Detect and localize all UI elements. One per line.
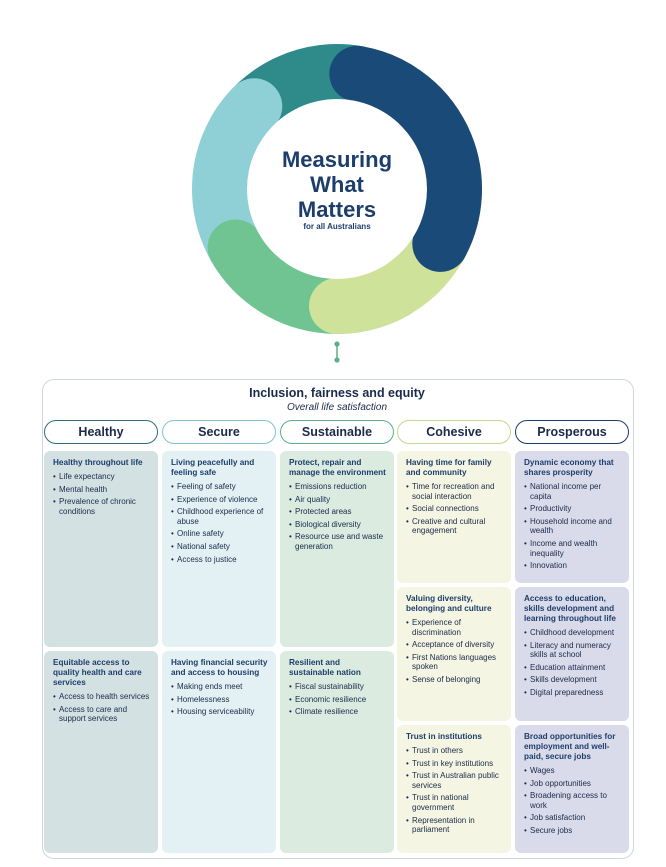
card-title: Dynamic economy that shares prosperity (524, 458, 614, 477)
secure-card-1: Living peacefully and feeling safeFeelin… (162, 451, 276, 647)
card-title: Resilient and sustainable nation (289, 658, 361, 677)
healthy-card-1: Healthy throughout lifeLife expectancyMe… (44, 451, 158, 647)
indicator-item: Broadening access to work (524, 791, 621, 810)
indicator-item: Childhood experience of abuse (171, 507, 268, 526)
indicator-list: Life expectancyMental healthPrevalence o… (53, 472, 150, 516)
card-title: Equitable access to quality health and c… (53, 658, 142, 687)
indicator-item: Trust in key institutions (406, 759, 503, 769)
indicator-item: Representation in parliament (406, 816, 503, 835)
pillar-healthy: Healthy (44, 420, 158, 444)
framework-title: Inclusion, fairness and equity (249, 386, 425, 400)
card-title: Having time for family and community (406, 458, 492, 477)
indicator-item: First Nations languages spoken (406, 653, 503, 672)
indicator-item: Climate resilience (289, 707, 386, 717)
indicator-item: Digital preparedness (524, 688, 621, 698)
cohesive-card-3: Trust in institutionsTrust in othersTrus… (397, 725, 511, 853)
indicator-list: National income per capitaProductivityHo… (524, 482, 621, 571)
card-title: Trust in institutions (406, 732, 482, 741)
indicator-item: Mental health (53, 485, 150, 495)
indicator-item: Social connections (406, 504, 503, 514)
indicator-item: Access to health services (53, 692, 150, 702)
connector-dot-bottom (334, 357, 340, 363)
framework-subtitle: Overall life satisfaction (286, 402, 388, 413)
pillar-sustainable: Sustainable (280, 420, 394, 444)
indicator-item: Access to justice (171, 555, 268, 565)
prosperous-card-1: Dynamic economy that shares prosperityNa… (515, 451, 629, 583)
indicator-item: Biological diversity (289, 520, 386, 530)
ring-diagram (192, 44, 482, 363)
indicator-item: Job opportunities (524, 779, 621, 789)
indicator-list: Access to health servicesAccess to care … (53, 692, 150, 724)
indicator-item: Trust in others (406, 746, 503, 756)
indicator-item: Access to care and support services (53, 705, 150, 724)
sustainable-card-1: Protect, repair and manage the environme… (280, 451, 394, 647)
prosperous-card-3: Broad opportunities for employment and w… (515, 725, 629, 853)
indicator-item: Innovation (524, 561, 621, 571)
indicator-item: Time for recreation and social interacti… (406, 482, 503, 501)
indicator-item: Feeling of safety (171, 482, 268, 492)
indicator-item: Trust in Australian public services (406, 771, 503, 790)
indicator-item: Trust in national government (406, 793, 503, 812)
indicator-item: Creative and cultural engagement (406, 517, 503, 536)
indicator-item: Making ends meet (171, 682, 268, 692)
indicator-item: Job satisfaction (524, 813, 621, 823)
indicator-item: Wages (524, 766, 621, 776)
indicator-list: Making ends meetHomelessnessHousing serv… (171, 682, 268, 717)
indicator-item: Resource use and waste generation (289, 532, 386, 551)
indicator-item: Income and wealth inequality (524, 539, 621, 558)
ring-title: Measuring What Matters (281, 147, 393, 222)
card-title: Protect, repair and manage the environme… (289, 458, 386, 477)
indicator-item: Education attainment (524, 663, 621, 673)
indicator-list: Childhood developmentLiteracy and numera… (524, 628, 621, 698)
indicator-list: Experience of discriminationAcceptance o… (406, 618, 503, 685)
indicator-list: Feeling of safetyExperience of violenceC… (171, 482, 268, 564)
indicator-item: Literacy and numeracy skills at school (524, 641, 621, 660)
indicator-item: Secure jobs (524, 826, 621, 836)
indicator-item: National income per capita (524, 482, 621, 501)
indicator-item: Skills development (524, 675, 621, 685)
ring-subtitle: for all Australians (303, 222, 371, 231)
healthy-card-2: Equitable access to quality health and c… (44, 651, 158, 853)
pillar-secure: Secure (162, 420, 276, 444)
cohesive-card-2: Valuing diversity, belonging and culture… (397, 587, 511, 721)
indicator-item: Experience of violence (171, 495, 268, 505)
indicator-item: Protected areas (289, 507, 386, 517)
indicator-item: Childhood development (524, 628, 621, 638)
pillar-prosperous: Prosperous (515, 420, 629, 444)
indicator-item: Prevalence of chronic conditions (53, 497, 150, 516)
indicator-list: Trust in othersTrust in key institutions… (406, 746, 503, 835)
cohesive-card-1: Having time for family and communityTime… (397, 451, 511, 583)
indicator-item: Acceptance of diversity (406, 640, 503, 650)
indicator-list: Emissions reductionAir qualityProtected … (289, 482, 386, 552)
indicator-item: Household income and wealth (524, 517, 621, 536)
card-title: Valuing diversity, belonging and culture (406, 594, 492, 613)
indicator-item: National safety (171, 542, 268, 552)
indicator-item: Experience of discrimination (406, 618, 503, 637)
card-title: Healthy throughout life (53, 458, 143, 467)
connector-dot-top (334, 341, 340, 347)
ring-center (247, 99, 427, 279)
indicator-item: Housing serviceability (171, 707, 268, 717)
indicator-item: Economic resilience (289, 695, 386, 705)
indicator-item: Emissions reduction (289, 482, 386, 492)
indicator-list: Time for recreation and social interacti… (406, 482, 503, 536)
indicator-list: Fiscal sustainabilityEconomic resilience… (289, 682, 386, 717)
indicator-item: Productivity (524, 504, 621, 514)
pillar-cohesive: Cohesive (397, 420, 511, 444)
indicator-item: Online safety (171, 529, 268, 539)
card-title: Access to education, skills development … (524, 594, 616, 623)
sustainable-card-2: Resilient and sustainable nationFiscal s… (280, 651, 394, 853)
card-title: Having financial security and access to … (171, 658, 268, 677)
indicator-item: Homelessness (171, 695, 268, 705)
card-title: Living peacefully and feeling safe (171, 458, 255, 477)
card-title: Broad opportunities for employment and w… (524, 732, 616, 761)
indicator-item: Life expectancy (53, 472, 150, 482)
indicator-list: WagesJob opportunitiesBroadening access … (524, 766, 621, 836)
indicator-item: Sense of belonging (406, 675, 503, 685)
indicator-item: Fiscal sustainability (289, 682, 386, 692)
secure-card-2: Having financial security and access to … (162, 651, 276, 853)
prosperous-card-2: Access to education, skills development … (515, 587, 629, 721)
ring-segment-navy (329, 45, 482, 272)
indicator-item: Air quality (289, 495, 386, 505)
